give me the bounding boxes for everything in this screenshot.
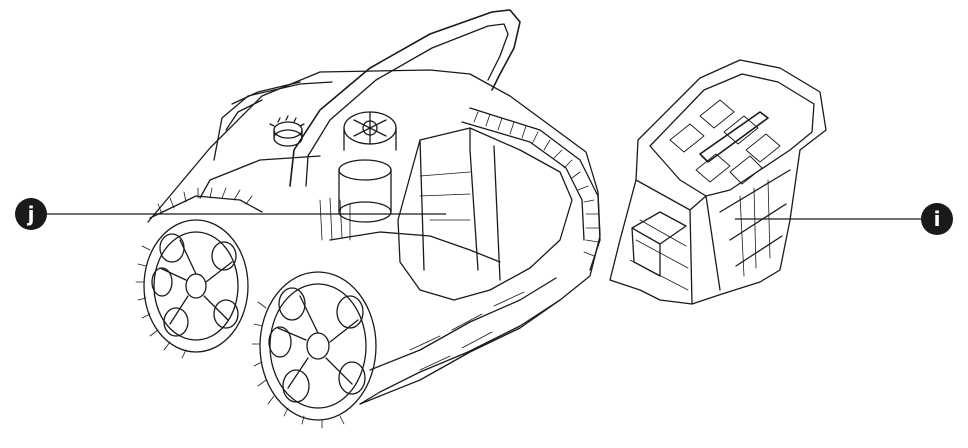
- side-skirt: [359, 299, 561, 405]
- interior-ribs: [319, 171, 471, 241]
- side-slots: [409, 291, 525, 371]
- callout-j-label: j: [27, 202, 35, 226]
- lid-hinge: [225, 81, 301, 131]
- basket-cavity: [397, 127, 573, 301]
- basket-side-mesh: [629, 179, 771, 291]
- basket-outline: [609, 59, 827, 305]
- basket-filter-cartridge: [631, 211, 687, 277]
- drive-gear: [269, 115, 305, 147]
- pump-motor: [338, 111, 397, 223]
- front-wheel-right: [251, 271, 377, 429]
- callout-j: j: [15, 198, 446, 230]
- right-track: [469, 107, 601, 271]
- callout-i: i: [735, 203, 953, 235]
- robot-body-illustration: [135, 9, 601, 429]
- basket-handle: [699, 111, 769, 163]
- callout-j-marker: [15, 198, 47, 230]
- chassis-outline: [147, 69, 601, 405]
- left-track-teeth: [157, 187, 253, 215]
- lid-arm-inner: [305, 23, 509, 187]
- lid-arm: [289, 9, 521, 187]
- right-track-inner: [461, 121, 585, 241]
- basket-top-rim: [649, 73, 815, 197]
- right-track-teeth: [473, 111, 601, 257]
- callout-i-label: i: [934, 207, 941, 231]
- chassis-lower-edge: [199, 155, 321, 199]
- cavity-divider: [419, 127, 501, 281]
- cavity-floor: [329, 231, 501, 263]
- basket-grid: [669, 99, 781, 185]
- side-panel: [369, 277, 557, 371]
- callout-i-marker: [921, 203, 953, 235]
- left-track: [149, 195, 263, 219]
- filter-basket-illustration: [609, 59, 827, 305]
- basket-side-panels: [635, 169, 791, 305]
- front-wheel-left: [135, 219, 249, 359]
